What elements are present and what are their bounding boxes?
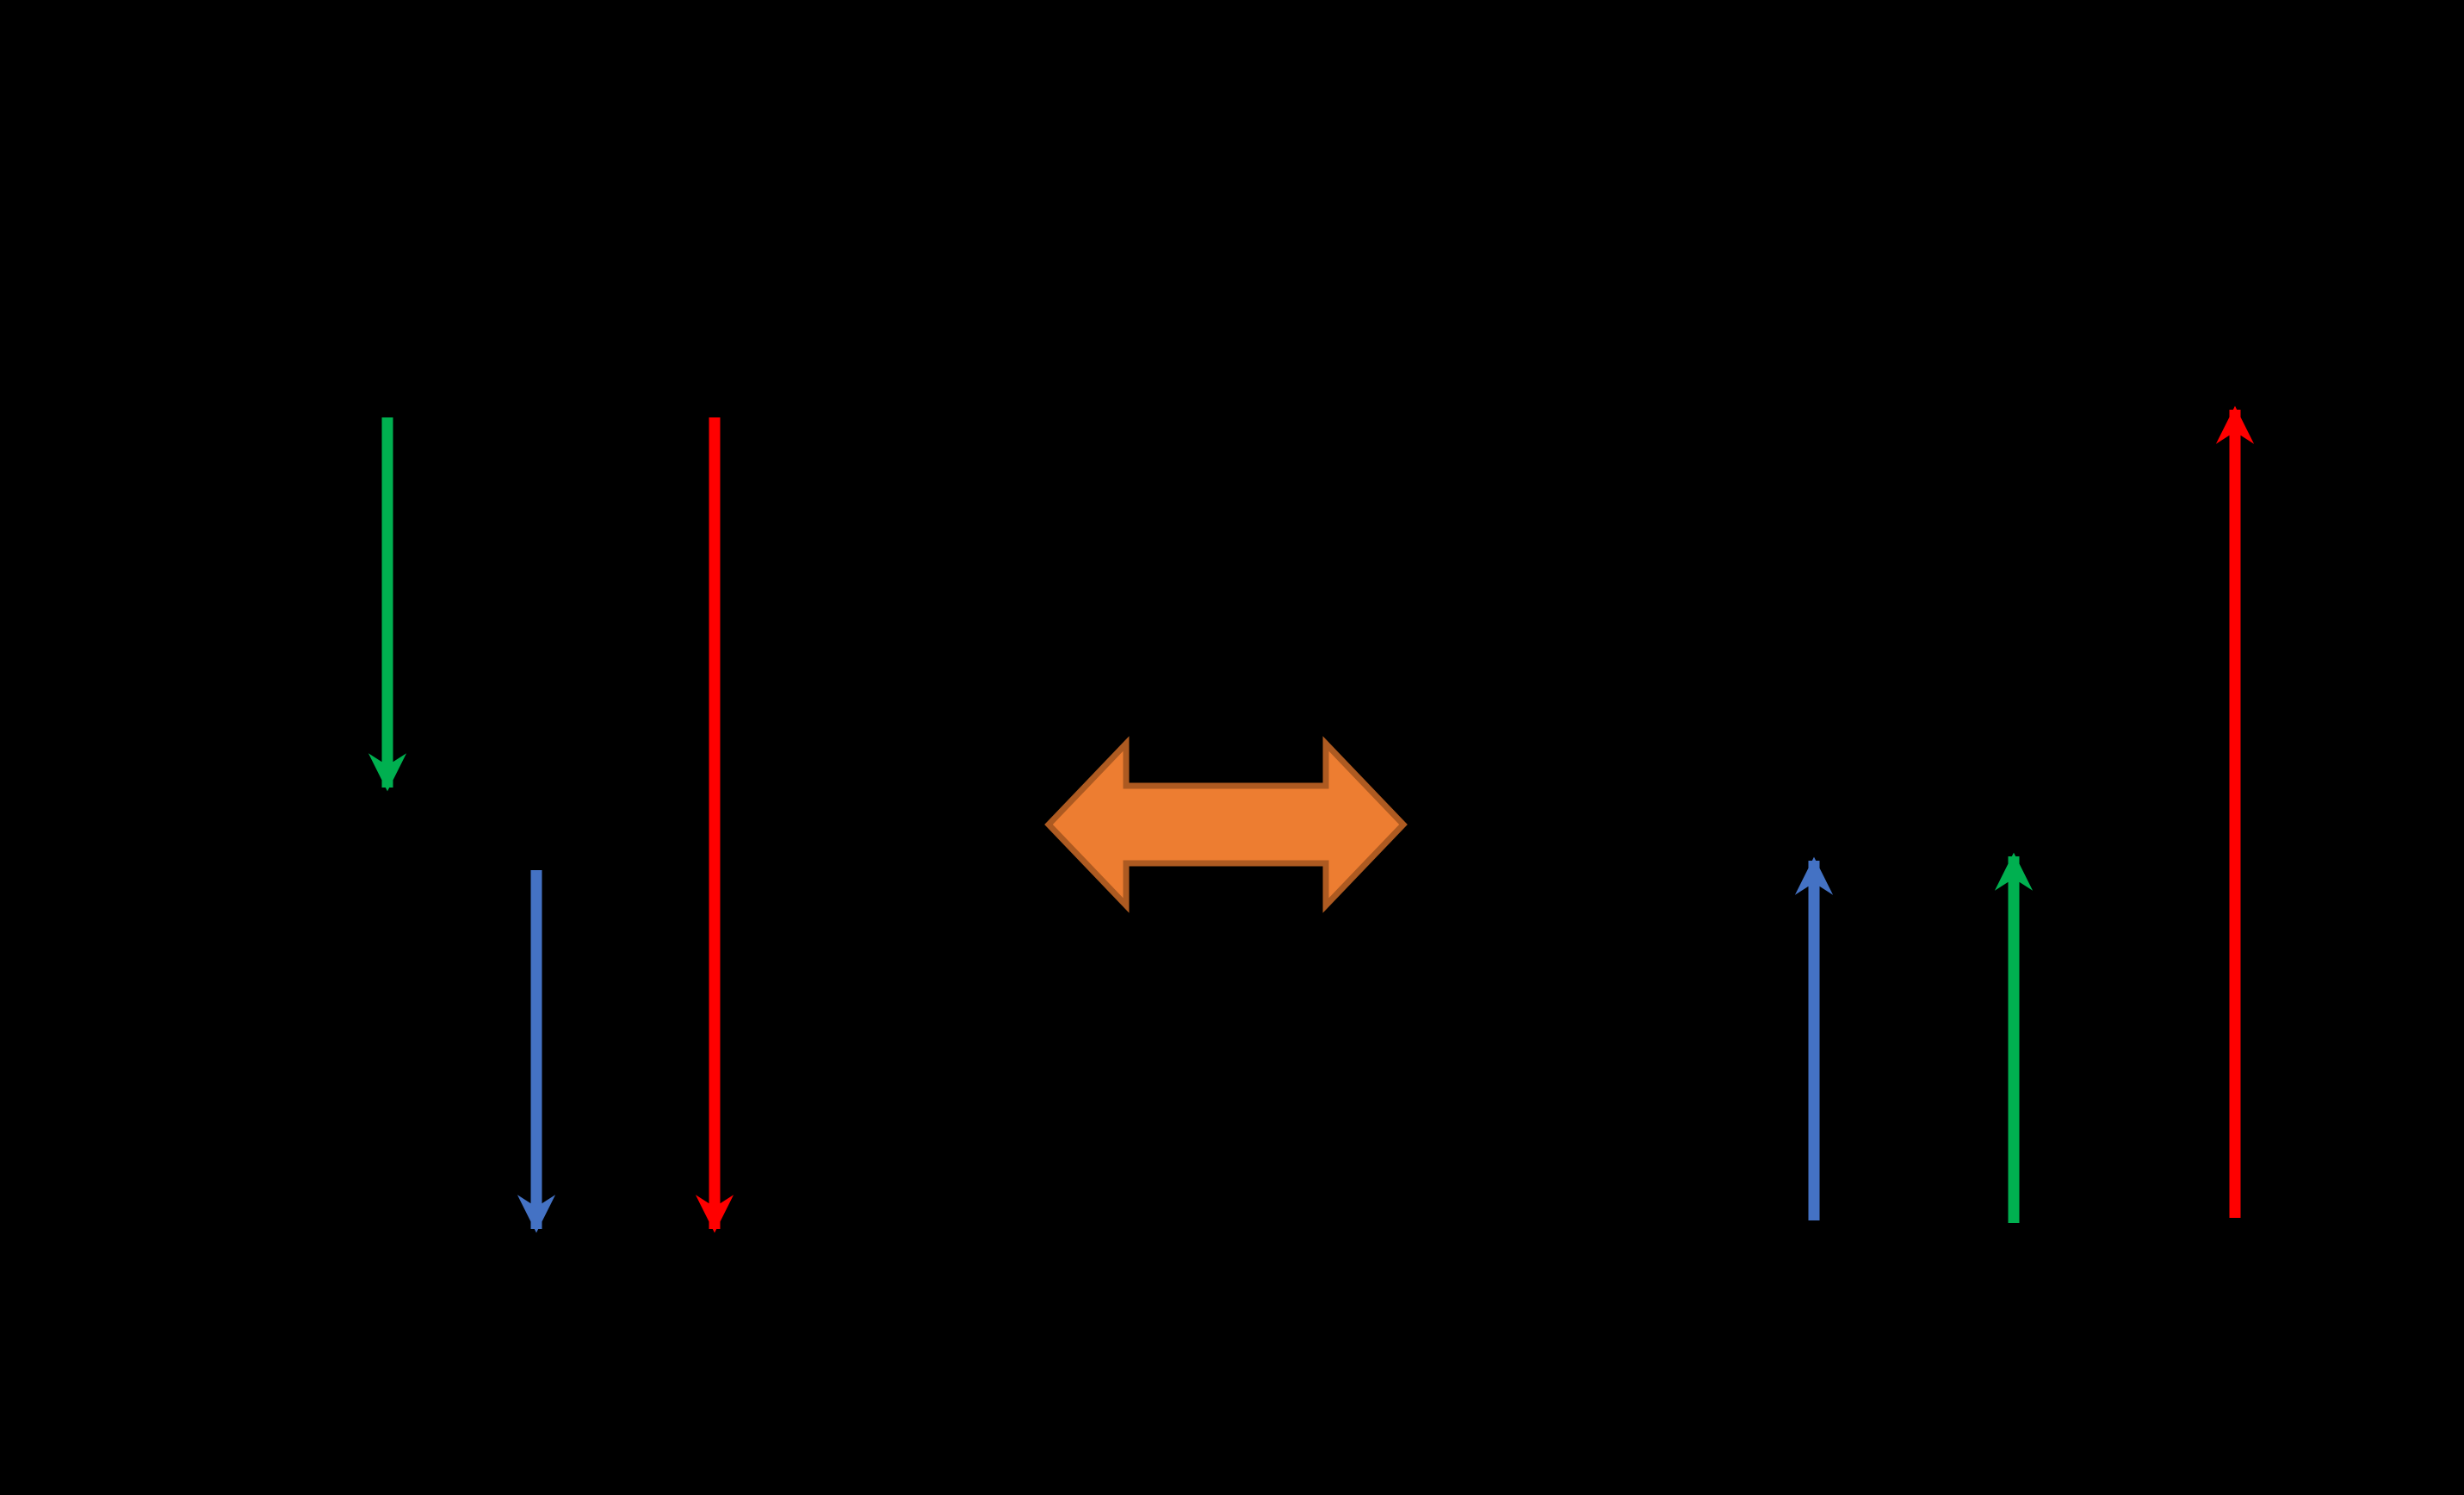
orange-double-arrow: [1044, 736, 1408, 913]
